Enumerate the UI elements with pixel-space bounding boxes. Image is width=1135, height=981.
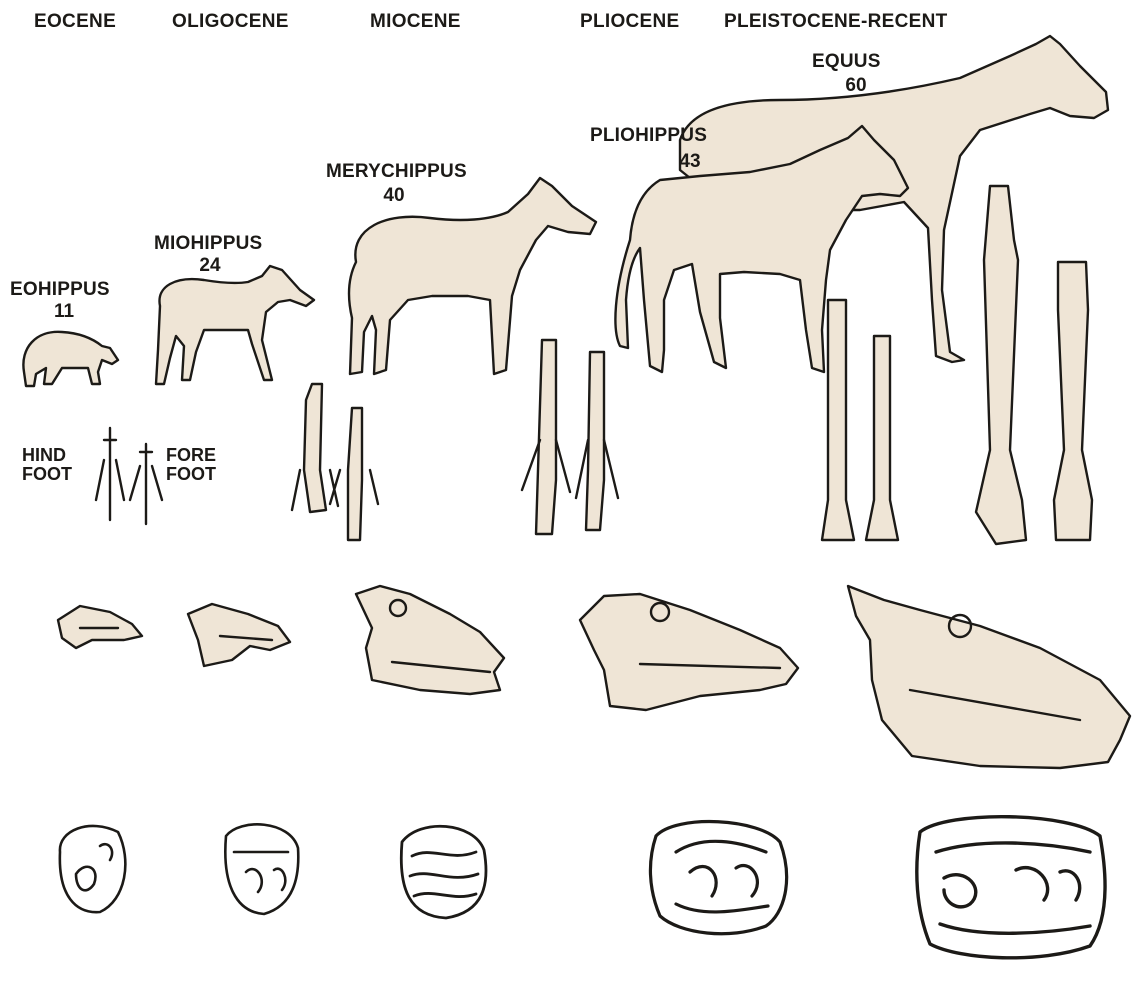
hind-foot-label: HIND FOOT bbox=[22, 446, 72, 484]
genus-name-equus: EQUUS bbox=[812, 52, 881, 71]
genus-name-pliohippus: PLIOHIPPUS bbox=[590, 126, 707, 145]
molar-miocene bbox=[401, 826, 486, 918]
skull-pliocene bbox=[580, 594, 798, 710]
genus-name-eohippus: EOHIPPUS bbox=[10, 280, 110, 299]
merychippus-figure bbox=[349, 178, 596, 374]
genus-name-miohippus: MIOHIPPUS bbox=[154, 234, 262, 253]
molar-eocene bbox=[60, 826, 126, 912]
epoch-label-pliocene: PLIOCENE bbox=[580, 12, 680, 31]
eohippus-figure bbox=[23, 332, 118, 386]
miohippus-figure bbox=[156, 266, 314, 384]
eocene-feet bbox=[96, 428, 162, 524]
genus-height-miohippus: 24 bbox=[180, 256, 240, 275]
genus-height-equus: 60 bbox=[826, 76, 886, 95]
epoch-label-oligocene: OLIGOCENE bbox=[172, 12, 289, 31]
fore-foot-label: FORE FOOT bbox=[166, 446, 216, 484]
molar-pliocene bbox=[650, 822, 786, 934]
molar-pleistocene bbox=[917, 817, 1105, 958]
genus-height-merychippus: 40 bbox=[364, 186, 424, 205]
oligocene-feet bbox=[292, 384, 378, 540]
pliocene-feet bbox=[822, 300, 898, 540]
genus-name-merychippus: MERYCHIPPUS bbox=[326, 162, 467, 181]
epoch-label-miocene: MIOCENE bbox=[370, 12, 461, 31]
skull-miocene bbox=[356, 586, 504, 694]
epoch-label-eocene: EOCENE bbox=[34, 12, 116, 31]
skull-pleistocene bbox=[848, 586, 1130, 768]
miocene-feet bbox=[522, 340, 618, 534]
genus-height-eohippus: 11 bbox=[34, 302, 94, 321]
equus-feet bbox=[976, 186, 1092, 544]
genus-height-pliohippus: 43 bbox=[660, 152, 720, 171]
molar-oligocene bbox=[225, 824, 298, 914]
epoch-label-pleistocene-recent: PLEISTOCENE-RECENT bbox=[724, 12, 948, 31]
skull-oligocene bbox=[188, 604, 290, 666]
skull-eocene bbox=[58, 606, 142, 648]
